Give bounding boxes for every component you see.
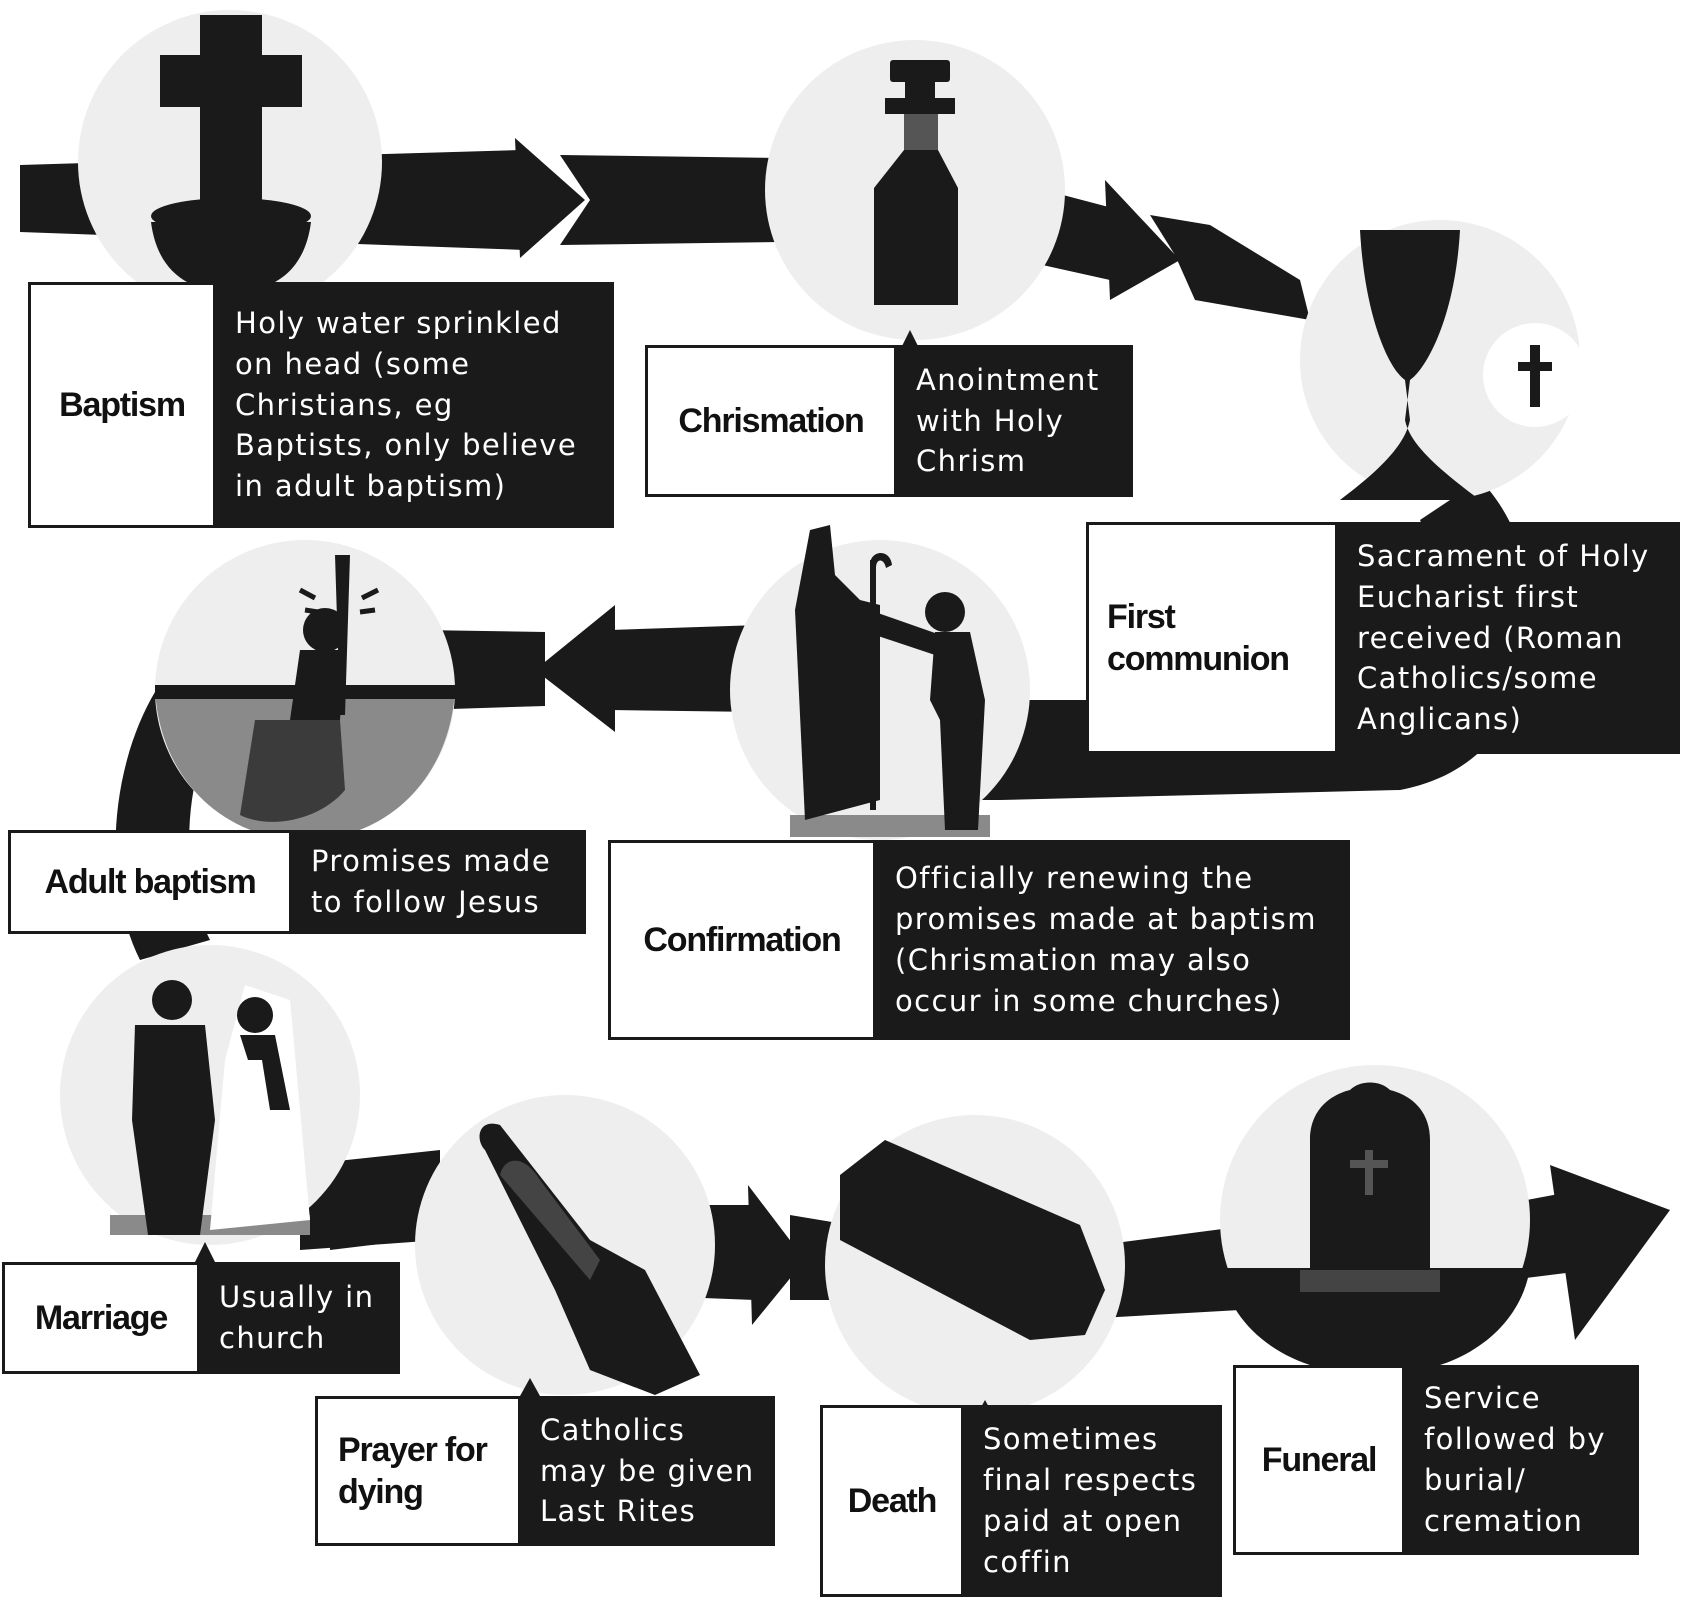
host-cross-icon	[1518, 345, 1552, 407]
confirmation-circle	[730, 525, 1030, 840]
adult-baptism-card: Adult baptism Promises made to follow Je…	[8, 830, 586, 934]
baptism-description: Holy water sprinkled on head (some Chris…	[235, 305, 578, 504]
arrow-head-2	[1105, 180, 1180, 300]
adult-baptism-circle	[155, 540, 455, 840]
death-term: Death	[823, 1408, 961, 1594]
chalice-and-host-icon	[1340, 230, 1480, 500]
coffin-icon	[840, 1140, 1105, 1340]
death-description: Sometimes final respects paid at open co…	[983, 1422, 1198, 1579]
arrow-head-4	[748, 1185, 805, 1325]
adult-baptism-term: Adult baptism	[11, 833, 289, 931]
funeral-term: Funeral	[1236, 1368, 1402, 1552]
prayer-for-dying-description: Catholics may be given Last Rites	[540, 1412, 755, 1529]
first-communion-term: First communion	[1089, 525, 1335, 751]
death-card: Death Sometimes final respects paid at o…	[820, 1405, 1222, 1597]
confirmation-description: Officially renewing the promises made at…	[895, 861, 1317, 1018]
adult-baptism-description: Promises made to follow Jesus	[311, 844, 552, 919]
chrismation-term: Chrismation	[648, 348, 894, 494]
first-communion-description: Sacrament of Holy Eucharist first receiv…	[1357, 538, 1650, 737]
arrow-head-1	[515, 138, 585, 258]
immersion-pool-icon	[240, 555, 350, 822]
funeral-circle	[1220, 1065, 1530, 1375]
splash-lines-icon	[298, 587, 380, 615]
marriage-term: Marriage	[5, 1265, 197, 1371]
gravestone-icon	[1300, 1082, 1440, 1292]
baptism-circle	[78, 10, 382, 314]
prayer-for-dying-term: Prayer for dying	[318, 1399, 518, 1543]
baptism-term: Baptism	[31, 285, 213, 525]
funeral-card: Funeral Service followed by burial/ crem…	[1233, 1365, 1639, 1555]
bishop-blessing-icon	[795, 525, 985, 830]
arrow-head-5	[1550, 1165, 1670, 1340]
chrismation-card: Chrismation Anointment with Holy Chrism	[645, 345, 1133, 497]
arrow-head-3	[535, 605, 615, 732]
first-communion-circle	[1300, 220, 1587, 500]
prayer-for-dying-card: Prayer for dying Catholics may be given …	[315, 1396, 775, 1546]
marriage-circle	[60, 945, 360, 1245]
bride-and-groom-icon	[132, 980, 310, 1235]
chrismation-circle	[765, 40, 1065, 340]
oil-bottle-icon	[874, 60, 958, 305]
confirmation-card: Confirmation Officially renewing the pro…	[608, 840, 1350, 1040]
praying-hands-icon	[479, 1123, 700, 1395]
confirmation-term: Confirmation	[611, 843, 873, 1037]
marriage-description: Usually in church	[219, 1280, 375, 1355]
font-with-cross-icon	[151, 15, 311, 292]
chrismation-description: Anointment with Holy Chrism	[916, 362, 1100, 479]
baptism-card: Baptism Holy water sprinkled on head (so…	[28, 282, 614, 528]
marriage-card: Marriage Usually in church	[2, 1262, 400, 1374]
prayer-for-dying-circle	[415, 1095, 715, 1395]
first-communion-card: First communion Sacrament of Holy Euchar…	[1086, 522, 1680, 754]
funeral-description: Service followed by burial/ cremation	[1424, 1381, 1606, 1538]
death-circle	[825, 1115, 1125, 1415]
